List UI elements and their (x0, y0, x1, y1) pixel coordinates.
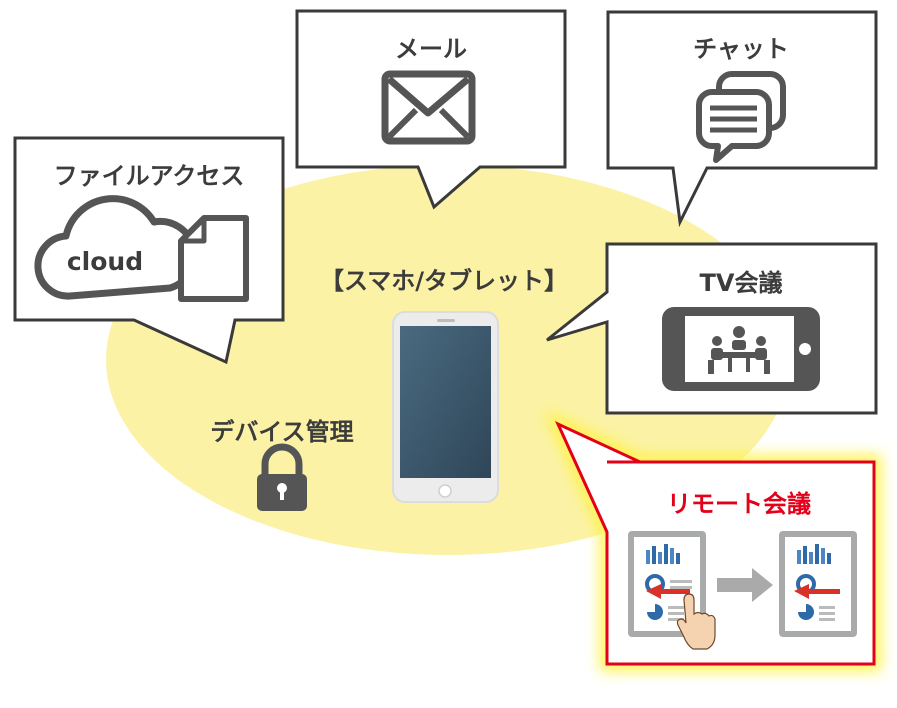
tablet-report-icon (779, 531, 857, 637)
chat-label: チャット (693, 35, 789, 63)
center-label: 【スマホ/タブレット】 (319, 267, 569, 295)
chat-bubble (606, 10, 878, 228)
padlock-icon (257, 443, 307, 511)
device-management-label: デバイス管理 (210, 418, 354, 446)
cloud-text: cloud (66, 247, 144, 276)
smartphone-icon (392, 311, 499, 503)
tv-conference-bubble (546, 242, 878, 415)
arrow-right-icon (717, 568, 773, 602)
pointing-hand-icon (676, 593, 716, 650)
mail-bubble (295, 9, 567, 210)
remote-conference-label: リモート会議 (667, 490, 811, 518)
file-access-bubble (13, 136, 285, 365)
meeting-screen-icon (662, 307, 820, 391)
tv-conference-label: TV会議 (699, 269, 783, 297)
document-icon (178, 215, 249, 302)
remote-conference-bubble (543, 409, 881, 671)
mail-label: メール (395, 35, 467, 63)
envelope-icon (381, 70, 476, 145)
chat-bubbles-icon (696, 71, 786, 163)
file-access-label: ファイルアクセス (53, 162, 245, 190)
